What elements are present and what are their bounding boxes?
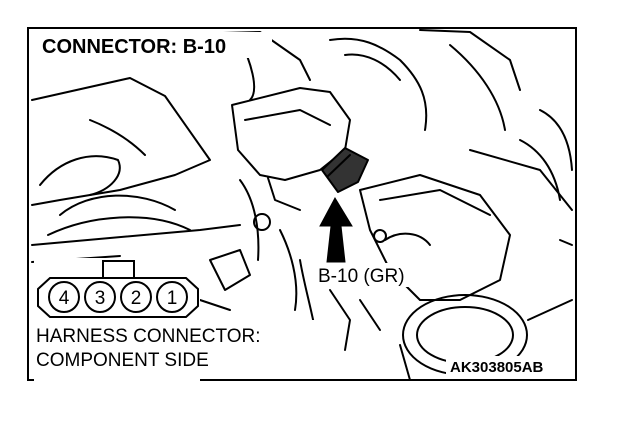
pin-2-circle [120,281,152,313]
pin-4-circle [48,281,80,313]
pin-3-label: 3 [95,288,106,309]
pin-3-circle [84,281,116,313]
harness-label-line1: HARNESS CONNECTOR: [36,326,261,347]
figure-code: AK303805AB [450,359,544,376]
pin-4-label: 4 [59,288,70,309]
pin-1-label: 1 [167,288,178,309]
figure-code-background [446,356,572,376]
pointer-arrow [319,196,353,263]
connector-label-background [314,263,420,287]
diagram-title: CONNECTOR: B-10 [42,36,226,58]
pin-1-circle [156,281,188,313]
connector-pins: 4 3 2 1 [48,281,188,313]
harness-label-background [32,320,332,372]
title-background [36,32,272,58]
connector-label: B-10 (GR) [318,266,405,287]
harness-label-line2: COMPONENT SIDE [36,350,209,371]
pin-2-label: 2 [131,288,142,309]
